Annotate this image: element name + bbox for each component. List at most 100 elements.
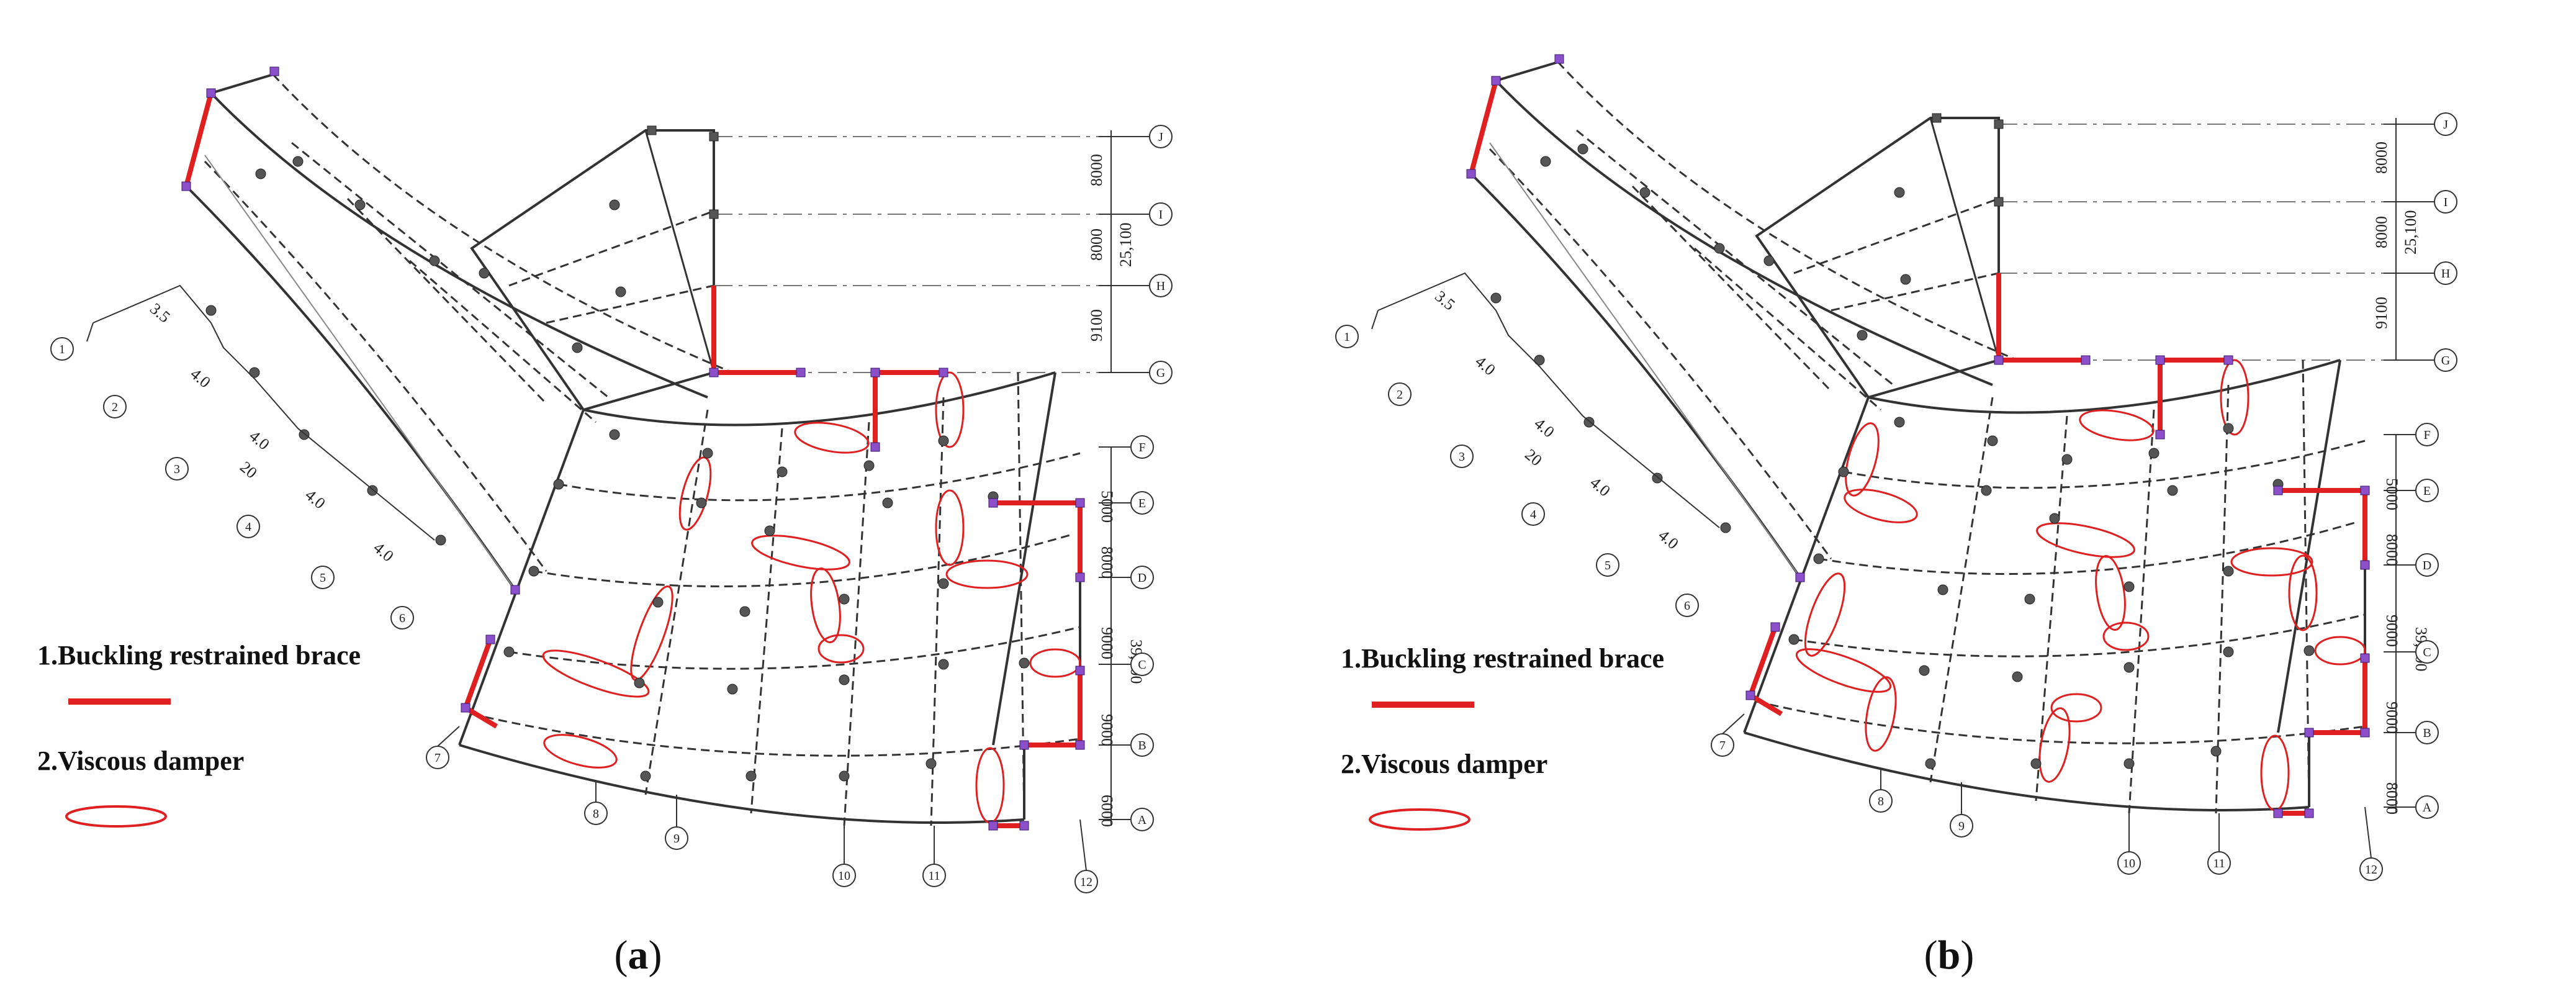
axis-J: J <box>1158 130 1163 144</box>
column-nodes <box>1490 113 2315 769</box>
axis-bubbles-numbered <box>50 337 1098 893</box>
wing-dim-3: 4.0 <box>246 427 273 453</box>
dim-upper-3: 9100 <box>2372 297 2390 329</box>
axis-1: 1 <box>1344 330 1350 344</box>
panel-label-a: (a) <box>615 933 662 978</box>
wing-dimensions <box>86 284 435 541</box>
legend-damper-swatch <box>65 805 167 828</box>
axis-12: 12 <box>1080 875 1092 889</box>
panel-a: 8000 8000 9100 25,100 5000 8000 9000 900… <box>37 66 1173 978</box>
axis-7: 7 <box>1719 739 1726 752</box>
brace-lines <box>184 92 1083 828</box>
axis-labels-lettered: J I H G F E D C B A <box>1138 130 1165 827</box>
axis-8: 8 <box>1878 795 1884 808</box>
axis-labels-numbered: 1 2 3 4 5 6 7 8 9 10 11 12 <box>1344 330 2377 877</box>
wing-dim-5: 4.0 <box>1587 473 1614 500</box>
upper-grid <box>714 136 1111 373</box>
wing-dimensions <box>1371 272 1720 528</box>
core-block <box>1755 117 2000 399</box>
axis-8: 8 <box>593 807 599 821</box>
wing-dim-1: 3.5 <box>146 299 174 326</box>
wing-dim-6: 4.0 <box>370 538 397 565</box>
axis-G: G <box>1156 366 1165 380</box>
main-grid <box>1743 359 2366 814</box>
axis-B: B <box>1138 739 1146 752</box>
dim-lower-3: 9000 <box>2383 615 2401 647</box>
damper-ellipses <box>1795 359 2366 811</box>
wing-dim-1: 3.5 <box>1431 287 1459 314</box>
axis-9: 9 <box>1958 820 1965 833</box>
axis-labels-lettered: J I H G F E D C B A <box>2423 118 2450 815</box>
dim-lower-1: 5000 <box>1098 490 1116 523</box>
legend-brace-label: 1.Buckling restrained brace <box>37 640 361 671</box>
dim-lower-2: 8000 <box>2383 534 2401 566</box>
brace-nodes <box>181 66 1085 831</box>
axis-11: 11 <box>2213 857 2225 870</box>
axis-H: H <box>1156 279 1165 293</box>
curved-wing <box>185 73 733 591</box>
axis-E: E <box>2423 484 2431 498</box>
axis-6: 6 <box>1684 599 1690 613</box>
wing-dim-4: 20 <box>236 458 261 482</box>
upper-dimensions <box>2384 118 2408 361</box>
axis-9: 9 <box>673 832 680 846</box>
axis-2: 2 <box>112 400 118 414</box>
lower-dimensions <box>2384 434 2408 813</box>
dim-upper-1: 8000 <box>2372 142 2390 174</box>
core-block <box>470 129 715 412</box>
dim-lower-1: 5000 <box>2383 478 2401 510</box>
dim-upper-3: 9100 <box>1088 309 1106 341</box>
main-grid <box>458 371 1081 826</box>
axis-3: 3 <box>174 463 180 476</box>
axis-3: 3 <box>1459 450 1465 464</box>
axis-A: A <box>1138 813 1147 827</box>
wing-dim-2: 4.0 <box>187 364 214 391</box>
axis-C: C <box>2423 646 2431 659</box>
axis-C: C <box>1138 658 1146 672</box>
legend-damper-label: 2.Viscous damper <box>1341 749 1547 779</box>
dim-lower-2: 8000 <box>1098 546 1116 579</box>
axis-leaders-numbered <box>437 726 1087 871</box>
axis-5: 5 <box>1605 559 1611 572</box>
column-nodes <box>205 125 1030 782</box>
axis-D: D <box>2423 559 2431 572</box>
legend-panel-a: 1.Buckling restrained brace 2.Viscous da… <box>37 640 361 828</box>
axis-B: B <box>2423 726 2431 740</box>
panel-b: 8000 8000 9100 25,100 5000 8000 9000 900… <box>1335 54 2457 978</box>
axis-10: 10 <box>838 869 850 883</box>
axis-bubbles-lettered <box>2415 112 2457 819</box>
axis-I: I <box>2444 196 2448 209</box>
axis-J: J <box>2443 118 2448 132</box>
axis-bubbles-lettered <box>1130 125 1173 831</box>
legend-damper-swatch <box>1369 808 1470 831</box>
legend-brace-label: 1.Buckling restrained brace <box>1341 643 1664 674</box>
axis-1: 1 <box>59 343 65 356</box>
dim-lower-5: 8000 <box>2383 782 2401 815</box>
wing-dim-5: 4.0 <box>302 485 329 512</box>
legend-panel-b: 1.Buckling restrained brace 2.Viscous da… <box>1341 643 1664 831</box>
axis-F: F <box>1138 441 1145 454</box>
dim-upper-2: 8000 <box>2372 216 2390 248</box>
axis-F: F <box>2423 428 2430 442</box>
dim-upper-2: 8000 <box>1088 228 1106 261</box>
axis-A: A <box>2423 801 2432 815</box>
axis-11: 11 <box>928 869 940 883</box>
upper-dimensions <box>1099 130 1124 373</box>
dim-lower-4: 9000 <box>2383 702 2401 734</box>
axis-4: 4 <box>1530 508 1536 522</box>
dim-upper-1: 8000 <box>1088 154 1106 186</box>
dim-upper-total: 25,100 <box>1117 223 1135 268</box>
wing-dim-4: 20 <box>1521 445 1546 469</box>
axis-leaders-lettered <box>1124 136 1150 820</box>
dim-lower-5: 6000 <box>1098 795 1116 827</box>
axis-2: 2 <box>1397 388 1403 402</box>
dim-lower-4: 9000 <box>1098 714 1116 746</box>
axis-5: 5 <box>320 571 326 585</box>
wing-dim-6: 4.0 <box>1655 526 1682 553</box>
axis-12: 12 <box>2365 863 2377 877</box>
axis-D: D <box>1138 571 1146 585</box>
axis-leaders-lettered <box>2408 124 2434 808</box>
axis-H: H <box>2441 267 2450 281</box>
axis-leaders-numbered <box>1722 713 2372 859</box>
damper-ellipses <box>542 371 1081 824</box>
